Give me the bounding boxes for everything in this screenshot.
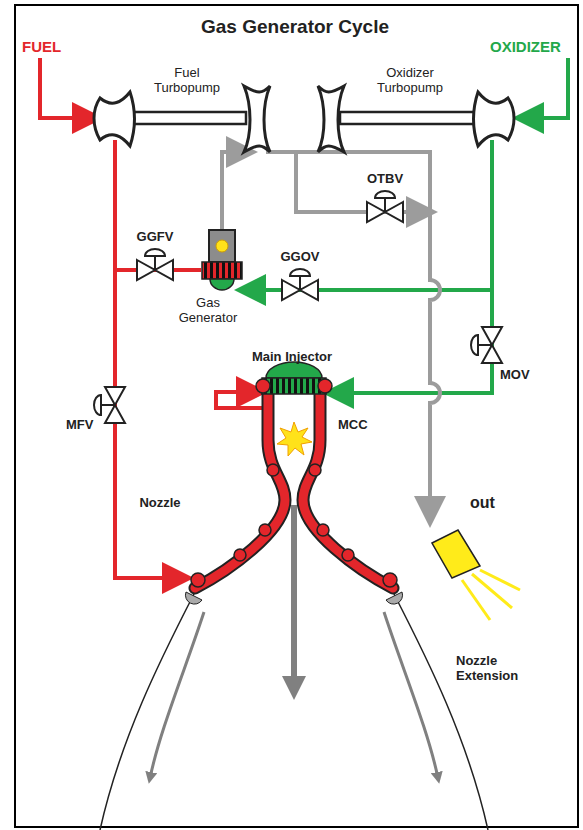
inlet-label: FUEL bbox=[22, 38, 61, 55]
exhaust-label: out bbox=[470, 494, 495, 512]
valve-label: OTBV bbox=[367, 172, 403, 187]
valve-label: GGFV bbox=[137, 230, 174, 245]
component-label: Nozzle bbox=[139, 496, 180, 511]
component-label: Fuel Turbopump bbox=[147, 66, 227, 96]
valve-label: GGOV bbox=[280, 250, 319, 265]
valve-label: MOV bbox=[500, 368, 530, 383]
component-label: Gas Generator bbox=[168, 296, 248, 326]
component-label: Nozzle Extension bbox=[456, 654, 536, 684]
component-label: Main Injector bbox=[252, 350, 332, 365]
component-label: MCC bbox=[338, 418, 368, 433]
inlet-label: OXIDIZER bbox=[490, 38, 561, 55]
component-label: Oxidizer Turbopump bbox=[365, 66, 455, 96]
valve-label: MFV bbox=[66, 418, 93, 433]
diagram-title: Gas Generator Cycle bbox=[201, 16, 389, 38]
